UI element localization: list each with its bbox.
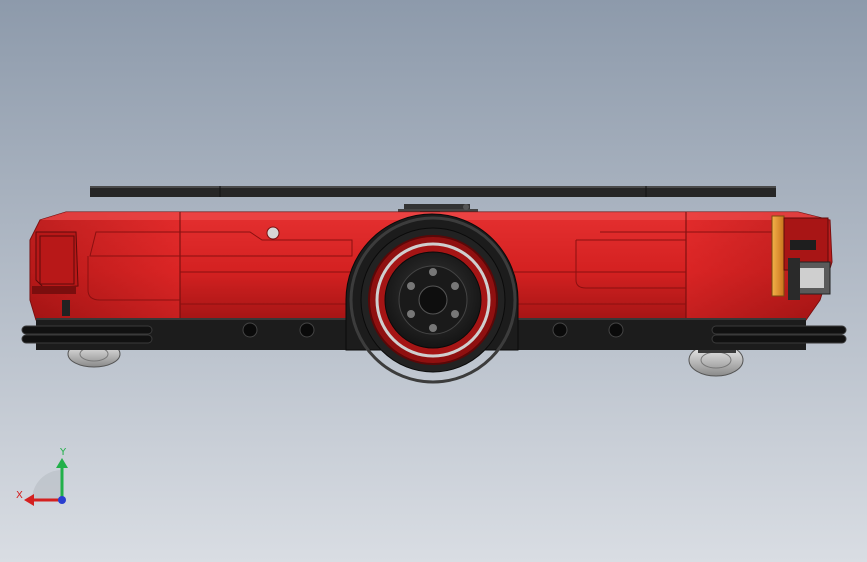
indicator-lamp (771, 215, 785, 297)
drive-wheel (345, 213, 519, 384)
left-bumper (21, 325, 153, 344)
y-axis-label: Y (59, 447, 67, 458)
coordinate-triad: Y X (16, 447, 68, 506)
front-sensor-panel (32, 231, 79, 316)
right-bumper (711, 325, 847, 344)
top-plate (90, 186, 776, 197)
x-axis-label: X (16, 490, 23, 501)
rear-sensor-panel (771, 215, 831, 300)
